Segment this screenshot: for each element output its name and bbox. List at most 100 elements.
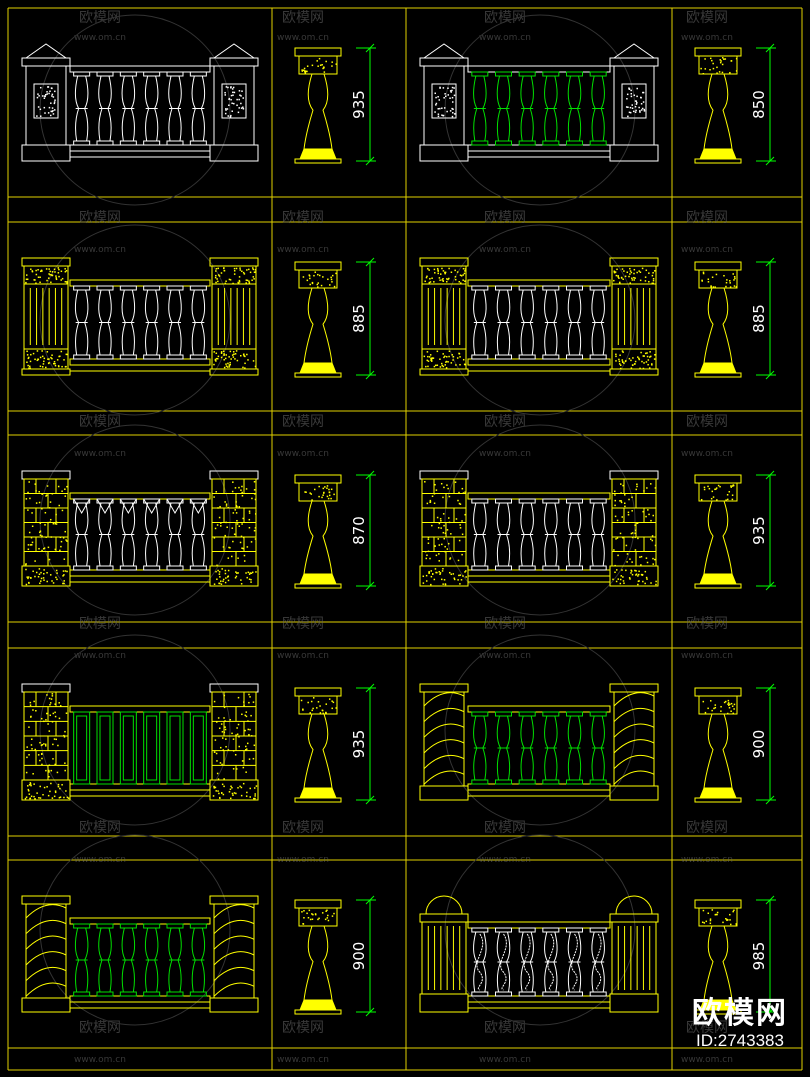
- texture-dot: [726, 712, 729, 715]
- texture-dot: [458, 574, 460, 577]
- texture-dot: [30, 544, 33, 546]
- texture-dot: [232, 481, 234, 483]
- texture-dot: [34, 560, 36, 562]
- texture-dot: [39, 534, 42, 536]
- texture-dot: [41, 744, 44, 746]
- texture-dot: [245, 715, 248, 718]
- texture-dot: [250, 581, 252, 583]
- texture-dot: [48, 273, 50, 275]
- texture-dot: [66, 796, 69, 799]
- texture-dot: [43, 579, 45, 581]
- texture-dot: [51, 274, 53, 277]
- brand-id: ID:2743383: [696, 1031, 784, 1050]
- pillar-base: [21, 997, 71, 1013]
- texture-dot: [707, 281, 710, 283]
- texture-dot: [57, 272, 60, 274]
- baluster-body: [191, 75, 206, 142]
- texture-dot: [627, 511, 630, 514]
- texture-dot: [50, 356, 52, 359]
- texture-dot: [614, 271, 617, 273]
- texture-dot: [35, 269, 37, 272]
- dimension-label: 850: [750, 90, 768, 119]
- texture-dot: [459, 503, 462, 505]
- texture-dot: [614, 494, 616, 496]
- texture-dot: [441, 570, 444, 572]
- texture-dot: [237, 723, 240, 726]
- texture-dot: [229, 363, 232, 366]
- texture-dot: [448, 571, 451, 574]
- texture-dot: [428, 571, 430, 573]
- texture-dot: [327, 278, 329, 281]
- texture-dot: [444, 364, 447, 366]
- texture-dot: [46, 91, 48, 93]
- texture-dot: [427, 360, 430, 362]
- texture-dot: [322, 494, 324, 496]
- texture-dot: [434, 545, 436, 547]
- texture-dot: [444, 545, 446, 548]
- texture-dot: [624, 505, 626, 508]
- texture-dot: [54, 99, 56, 101]
- texture-dot: [732, 484, 735, 487]
- texture-dot: [627, 115, 629, 118]
- baluster-scroll: [571, 933, 578, 991]
- texture-dot: [723, 274, 725, 277]
- texture-dot: [44, 511, 47, 514]
- texture-dot: [447, 487, 449, 490]
- baluster-body: [520, 502, 534, 567]
- texture-dot: [726, 494, 729, 496]
- texture-dot: [241, 485, 243, 488]
- texture-dot: [215, 357, 218, 360]
- texture-dot: [311, 282, 314, 285]
- texture-dot: [642, 510, 644, 513]
- texture-dot: [716, 72, 718, 74]
- dimension-label: 900: [750, 730, 768, 759]
- texture-dot: [48, 268, 50, 270]
- texture-dot: [443, 524, 445, 527]
- section-foot: [694, 372, 742, 378]
- texture-dot: [615, 353, 617, 356]
- texture-dot: [228, 97, 231, 100]
- railing-section: 885: [294, 257, 376, 380]
- watermark-url: www.om.cn: [681, 245, 733, 255]
- texture-dot: [447, 517, 450, 519]
- texture-dot: [55, 569, 58, 572]
- texture-dot: [43, 360, 45, 363]
- texture-dot: [616, 537, 619, 539]
- texture-dot: [729, 703, 731, 706]
- texture-dot: [34, 483, 36, 485]
- texture-dot: [229, 115, 232, 118]
- texture-dot: [248, 578, 251, 580]
- texture-dot: [448, 267, 450, 270]
- texture-dot: [27, 577, 29, 580]
- texture-dot: [31, 512, 33, 514]
- texture-dot: [728, 704, 730, 707]
- texture-dot: [221, 783, 224, 786]
- texture-dot: [429, 278, 431, 280]
- section-foot: [294, 372, 342, 378]
- baluster-body: [144, 75, 159, 142]
- texture-dot: [435, 104, 437, 106]
- texture-dot: [60, 279, 62, 281]
- texture-dot: [331, 281, 333, 283]
- baluster-panel: [143, 711, 161, 785]
- texture-dot: [624, 494, 626, 496]
- texture-dot: [41, 549, 43, 552]
- texture-dot: [620, 575, 623, 577]
- baluster-scroll: [476, 933, 484, 991]
- watermark-url: www.om.cn: [479, 855, 531, 865]
- texture-dot: [64, 281, 67, 283]
- texture-dot: [30, 784, 32, 787]
- texture-dot: [301, 911, 303, 913]
- texture-dot: [228, 791, 231, 793]
- texture-dot: [427, 542, 430, 545]
- texture-dot: [44, 524, 46, 526]
- texture-dot: [304, 70, 306, 72]
- texture-dot: [233, 273, 236, 275]
- texture-dot: [50, 110, 52, 113]
- texture-dot: [628, 87, 630, 89]
- texture-dot: [314, 488, 316, 491]
- texture-dot: [30, 536, 33, 539]
- texture-dot: [49, 703, 51, 706]
- texture-dot: [220, 580, 222, 582]
